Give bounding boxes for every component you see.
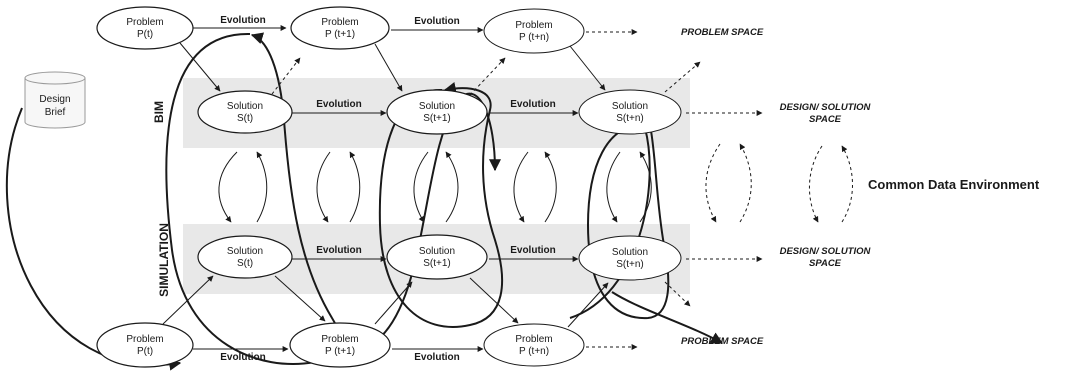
brief-label-line2: Brief bbox=[45, 107, 66, 118]
design-brief-cylinder: Design Brief bbox=[24, 71, 86, 129]
solution-problem-arrow bbox=[271, 57, 301, 95]
exchange-arc bbox=[349, 151, 361, 223]
design-space-label: DESIGN/ SOLUTION bbox=[780, 246, 872, 257]
evolution-label: Evolution bbox=[316, 245, 362, 256]
svg-text:S(t+1): S(t+1) bbox=[423, 258, 451, 269]
exchange-arc bbox=[256, 151, 268, 223]
problem-node: Problem P(t) bbox=[96, 322, 194, 368]
svg-text:P(t): P(t) bbox=[137, 29, 153, 40]
svg-text:Problem: Problem bbox=[126, 334, 163, 345]
problem-solution-arrow bbox=[569, 45, 606, 91]
exchange-arc bbox=[841, 145, 853, 223]
solution-node: Solution S(t+n) bbox=[578, 89, 682, 135]
svg-text:Solution: Solution bbox=[612, 247, 648, 258]
bim-label: BIM bbox=[152, 101, 166, 123]
exchange-arc bbox=[316, 151, 331, 223]
iteration-loop-4 bbox=[586, 123, 670, 320]
solution-node: Solution S(t) bbox=[197, 90, 293, 134]
exchange-arc bbox=[544, 151, 557, 223]
design-space-label: SPACE bbox=[809, 114, 842, 125]
problem-node: Problem P (t+1) bbox=[289, 322, 391, 368]
svg-text:Solution: Solution bbox=[419, 101, 455, 112]
problem-node: Problem P (t+1) bbox=[290, 6, 390, 50]
svg-text:S(t+1): S(t+1) bbox=[423, 113, 451, 124]
problem-node: Problem P (t+n) bbox=[483, 8, 585, 54]
problem-node: Problem P(t) bbox=[96, 6, 194, 50]
solution-node: Solution S(t+1) bbox=[386, 234, 488, 280]
svg-text:P (t+1): P (t+1) bbox=[325, 29, 355, 40]
svg-text:Problem: Problem bbox=[321, 334, 358, 345]
solution-node: Solution S(t+1) bbox=[386, 89, 488, 135]
svg-text:Solution: Solution bbox=[419, 246, 455, 257]
connectors bbox=[162, 25, 763, 352]
svg-text:Problem: Problem bbox=[126, 17, 163, 28]
problem-space-label: PROBLEM SPACE bbox=[681, 27, 764, 38]
svg-text:S(t+n): S(t+n) bbox=[616, 113, 644, 124]
exchange-arc bbox=[606, 151, 621, 223]
svg-text:S(t): S(t) bbox=[237, 258, 253, 269]
svg-text:P(t): P(t) bbox=[137, 346, 153, 357]
problem-solution-arrow bbox=[162, 275, 214, 325]
problem-solution-arrow bbox=[179, 42, 221, 92]
svg-text:Problem: Problem bbox=[515, 334, 552, 345]
evolution-label: Evolution bbox=[414, 16, 460, 27]
iteration-loop-6 bbox=[611, 291, 724, 344]
svg-text:Solution: Solution bbox=[612, 101, 648, 112]
svg-text:P (t+n): P (t+n) bbox=[519, 32, 549, 43]
simulation-label: SIMULATION bbox=[157, 223, 171, 297]
problem-solution-arrow bbox=[374, 281, 413, 325]
design-space-label: DESIGN/ SOLUTION bbox=[780, 102, 872, 113]
evolution-label: Evolution bbox=[220, 352, 266, 363]
solution-node: Solution S(t) bbox=[197, 235, 293, 279]
svg-text:Solution: Solution bbox=[227, 246, 263, 257]
problem-solution-arrow bbox=[374, 43, 403, 92]
design-space-label: SPACE bbox=[809, 258, 842, 269]
brief-label-line1: Design bbox=[39, 94, 70, 105]
exchange-arc bbox=[739, 143, 752, 223]
evolution-label: Evolution bbox=[510, 99, 556, 110]
exchange-arcs bbox=[218, 143, 853, 223]
problem-space-label: PROBLEM SPACE bbox=[681, 336, 764, 347]
solution-problem-arrow bbox=[469, 277, 519, 324]
solution-problem-arrow bbox=[274, 275, 326, 322]
exchange-arc bbox=[809, 145, 823, 223]
iteration-loop-2 bbox=[378, 82, 504, 328]
evolution-label: Evolution bbox=[414, 352, 460, 363]
evolution-label: Evolution bbox=[510, 245, 556, 256]
svg-text:Problem: Problem bbox=[321, 17, 358, 28]
svg-text:P (t+1): P (t+1) bbox=[325, 346, 355, 357]
evolution-label: Evolution bbox=[220, 15, 266, 26]
evolution-label: Evolution bbox=[316, 99, 362, 110]
exchange-arc bbox=[413, 151, 429, 223]
exchange-arc bbox=[445, 151, 459, 223]
solution-problem-arrow bbox=[664, 61, 701, 93]
svg-text:S(t): S(t) bbox=[237, 113, 253, 124]
problem-node: Problem P (t+n) bbox=[483, 323, 585, 367]
solution-node: Solution S(t+n) bbox=[578, 235, 682, 281]
svg-text:P (t+n): P (t+n) bbox=[519, 346, 549, 357]
svg-text:Solution: Solution bbox=[227, 101, 263, 112]
exchange-arc bbox=[705, 143, 721, 223]
exchange-arc bbox=[218, 151, 238, 223]
svg-text:S(t+n): S(t+n) bbox=[616, 259, 644, 270]
common-data-environment-label: Common Data Environment bbox=[868, 177, 1040, 192]
svg-text:Problem: Problem bbox=[515, 20, 552, 31]
exchange-arc bbox=[513, 151, 529, 223]
